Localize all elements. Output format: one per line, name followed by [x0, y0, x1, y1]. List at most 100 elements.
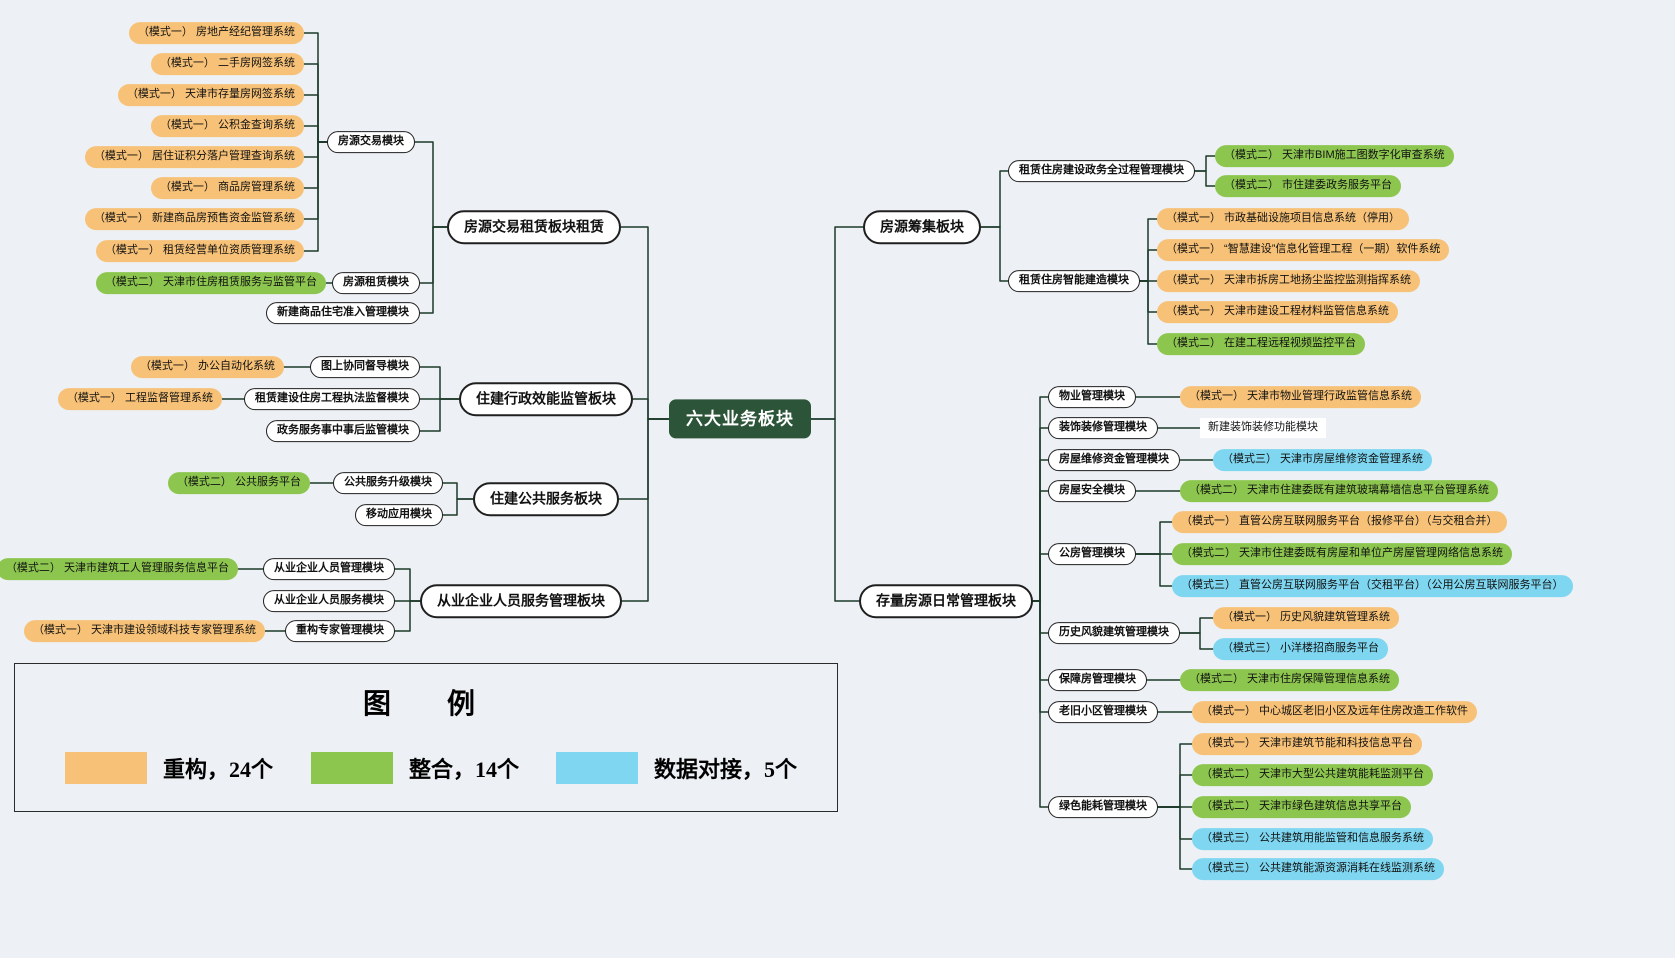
edge-b2-m6: [419, 398, 460, 432]
module-node-m18: 公房管理模块: [1048, 543, 1136, 565]
edge-m22-s33: [1157, 774, 1193, 808]
module-node-m21: 老旧小区管理模块: [1048, 701, 1158, 723]
legend-item-rebuild: 重构，24个: [65, 752, 273, 784]
system-node-s13: （模式二） 天津市建筑工人管理服务信息平台: [0, 558, 238, 580]
edge-c-b3: [618, 418, 670, 500]
system-node-s23: （模式三） 天津市房屋维修资金管理系统: [1213, 449, 1433, 471]
system-node-s34: （模式二） 天津市绿色建筑信息共享平台: [1192, 796, 1412, 818]
module-node-m11: 重构专家管理模块: [285, 620, 395, 642]
module-node-m12: 租赁住房建设政务全过程管理模块: [1008, 160, 1195, 182]
legend-label-integrate: 整合，14个: [409, 757, 520, 782]
system-node-s16: （模式二） 市住建委政务服务平台: [1215, 175, 1402, 197]
module-node-m1: 房源交易模块: [327, 131, 415, 153]
system-node-s15: （模式二） 天津市BIM施工图数字化审查系统: [1215, 145, 1454, 167]
branch-node-b5: 房源筹集板块: [863, 210, 981, 244]
legend-item-integrate: 整合，14个: [311, 752, 519, 784]
system-node-s11: （模式一） 工程监督管理系统: [57, 388, 222, 410]
system-node-s27: （模式三） 直管公房互联网服务平台（交租平台）（公用公房互联网服务平台）: [1172, 575, 1573, 597]
edge-m12-s16: [1194, 170, 1216, 187]
system-node-s6: （模式一） 商品房管理系统: [150, 177, 304, 199]
system-node-s1: （模式一） 房地产经纪管理系统: [128, 22, 304, 44]
system-node-s25: （模式一） 直管公房互联网服务平台（报修平台）（与交租合并）: [1172, 511, 1507, 533]
branch-node-b2: 住建行政效能监管板块: [459, 382, 633, 416]
module-node-m17: 房屋安全模块: [1048, 480, 1136, 502]
module-node-m10: 从业企业人员服务模块: [263, 590, 395, 612]
module-node-m7: 公共服务升级模块: [333, 472, 443, 494]
edge-c-b6: [810, 418, 860, 602]
module-node-m13: 租赁住房智能建造模块: [1008, 270, 1140, 292]
legend-label-rebuild: 重构，24个: [163, 757, 274, 782]
edge-c-b4: [621, 418, 670, 602]
edge-c-b5: [810, 226, 864, 420]
edge-m1-s2: [303, 63, 328, 143]
edge-b4-m9: [394, 568, 421, 602]
system-node-s33: （模式二） 天津市大型公共建筑能耗监测平台: [1192, 764, 1434, 786]
edge-m22-s35: [1157, 806, 1193, 840]
edge-b6-m22: [1032, 600, 1049, 808]
edge-b2-m4: [419, 366, 460, 400]
system-node-s17: （模式一） 市政基础设施项目信息系统（停用）: [1157, 208, 1410, 230]
system-node-s26: （模式二） 天津市住建委既有房屋和单位产房屋管理网络信息系统: [1172, 543, 1513, 565]
system-node-s24: （模式二） 天津市住建委既有建筑玻璃幕墙信息平台管理系统: [1180, 480, 1499, 502]
edge-b3-m8: [442, 498, 474, 516]
legend-swatch-datalink: [556, 752, 638, 784]
module-node-m15: 装饰装修管理模块: [1048, 417, 1158, 439]
module-node-m22: 绿色能耗管理模块: [1048, 796, 1158, 818]
edge-m1-s8: [303, 141, 328, 252]
module-node-m3: 新建商品住宅准入管理模块: [266, 302, 420, 324]
edge-b5-m13: [980, 226, 1009, 282]
center-node-c: 六大业务板块: [669, 399, 811, 439]
edge-b3-m7: [442, 482, 474, 500]
edge-b1-m3: [419, 226, 448, 314]
module-node-m16: 房屋维修资金管理模块: [1048, 449, 1180, 471]
system-node-s19: （模式一） 天津市拆房工地扬尘监控监测指挥系统: [1157, 270, 1421, 292]
system-node-s18: （模式一） “智慧建设”信息化管理工程（一期）软件系统: [1157, 239, 1450, 261]
edge-b6-m18: [1032, 553, 1049, 602]
system-node-s9: （模式二） 天津市住房租赁服务与监管平台: [95, 272, 326, 294]
module-node-m8: 移动应用模块: [355, 504, 443, 526]
system-node-s10: （模式一） 办公自动化系统: [130, 356, 284, 378]
branch-node-b6: 存量房源日常管理板块: [859, 584, 1033, 618]
branch-node-b4: 从业企业人员服务管理板块: [420, 584, 622, 618]
system-node-s32: （模式一） 天津市建筑节能和科技信息平台: [1192, 733, 1423, 755]
system-node-s2: （模式一） 二手房网签系统: [150, 53, 304, 75]
module-node-m9: 从业企业人员管理模块: [263, 558, 395, 580]
legend-title: 图 例: [362, 689, 489, 720]
edge-m18-s27: [1135, 553, 1173, 587]
edge-m13-s21: [1139, 280, 1158, 345]
edge-m13-s18: [1139, 249, 1158, 282]
legend-label-datalink: 数据对接，5个: [654, 757, 798, 782]
module-node-m6: 政务服务事中事后监管模块: [266, 420, 420, 442]
edge-m1-s7: [303, 141, 328, 220]
edge-m1-s5: [303, 141, 328, 158]
edge-c-b2: [632, 398, 670, 420]
system-node-s31: （模式一） 中心城区老旧小区及远年住房改造工作软件: [1192, 701, 1478, 723]
plain-text-node-p1: 新建装饰装修功能模块: [1200, 418, 1326, 438]
edge-m19-s29: [1179, 632, 1214, 650]
branch-node-b3: 住建公共服务板块: [473, 482, 619, 516]
edge-m1-s6: [303, 141, 328, 189]
edge-m19-s28: [1179, 617, 1214, 634]
module-node-m2: 房源租赁模块: [332, 272, 420, 294]
system-node-s22: （模式一） 天津市物业管理行政监管信息系统: [1180, 386, 1422, 408]
edge-b5-m12: [980, 170, 1009, 228]
edge-m22-s36: [1157, 806, 1193, 870]
edge-m18-s25: [1135, 521, 1173, 555]
system-node-s3: （模式一） 天津市存量房网签系统: [117, 84, 304, 106]
legend-item-datalink: 数据对接，5个: [556, 752, 797, 784]
branch-node-b1: 房源交易租赁板块租赁: [447, 210, 621, 244]
legend-swatch-integrate: [311, 752, 393, 784]
system-node-s8: （模式一） 租赁经营单位资质管理系统: [95, 240, 304, 262]
system-node-s29: （模式三） 小洋楼招商服务平台: [1213, 638, 1389, 660]
edge-m12-s15: [1194, 155, 1216, 172]
system-node-s7: （模式一） 新建商品房预售资金监管系统: [84, 208, 304, 230]
legend: 图 例 重构，24个 整合，14个 数据对接，5个: [14, 663, 838, 812]
system-node-s30: （模式二） 天津市住房保障管理信息系统: [1180, 669, 1400, 691]
system-node-s21: （模式二） 在建工程远程视频监控平台: [1157, 333, 1366, 355]
module-node-m14: 物业管理模块: [1048, 386, 1136, 408]
system-node-s4: （模式一） 公积金查询系统: [150, 115, 304, 137]
system-node-s20: （模式一） 天津市建设工程材料监管信息系统: [1157, 301, 1399, 323]
legend-swatch-rebuild: [65, 752, 147, 784]
